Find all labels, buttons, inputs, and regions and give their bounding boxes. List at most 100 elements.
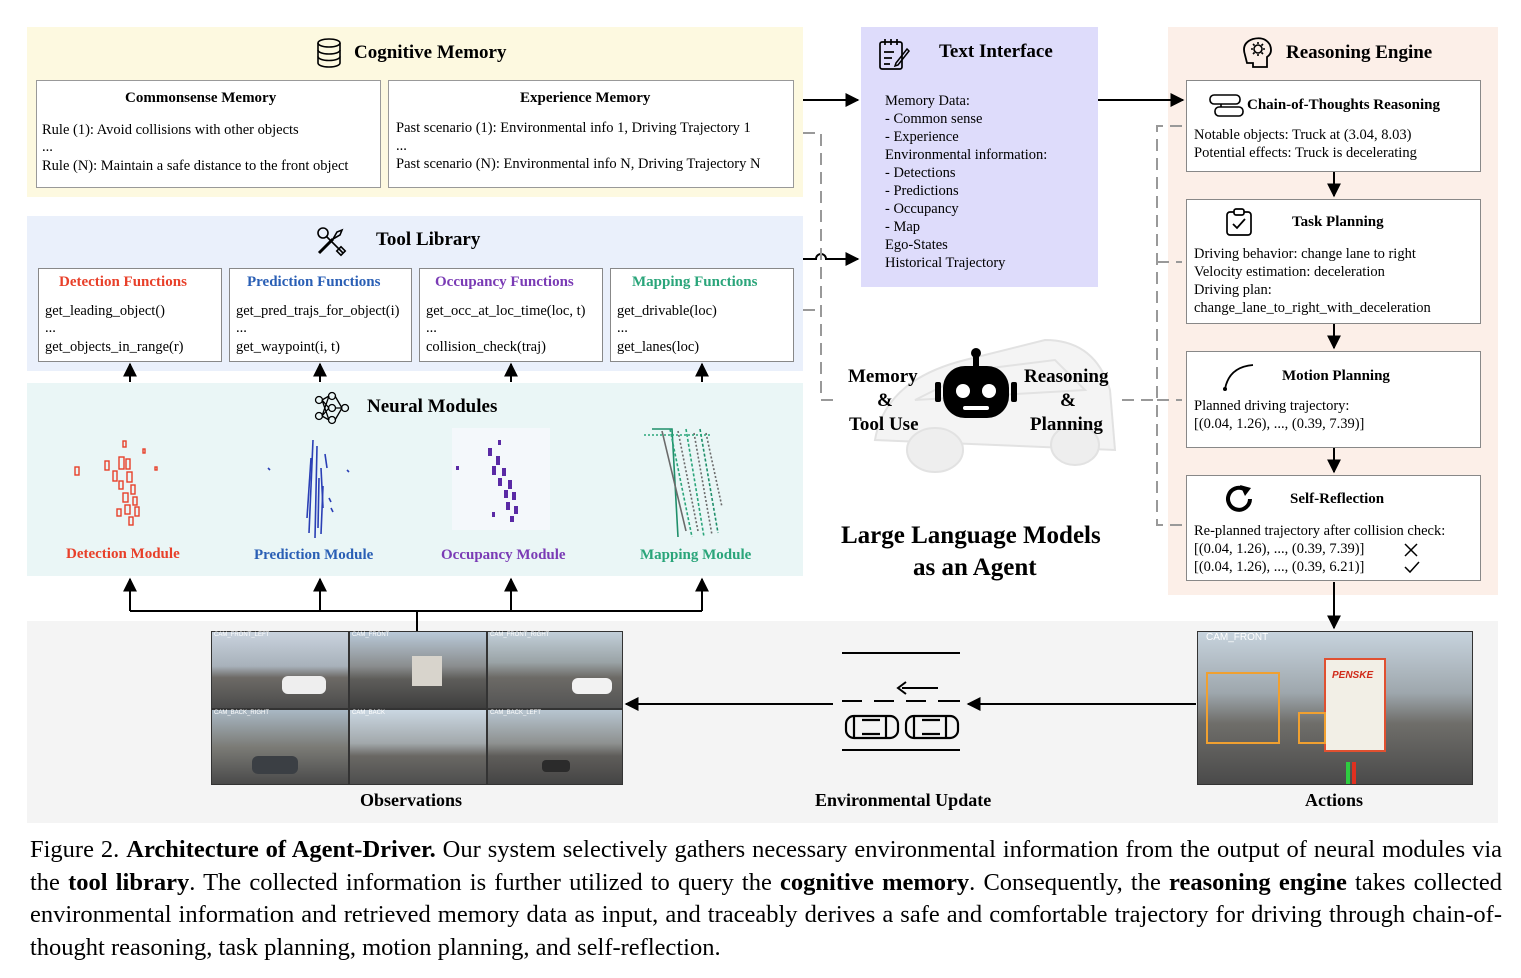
interface-line: - Occupancy [885,201,959,217]
experience-line: Past scenario (1): Environmental info 1,… [396,120,751,136]
interface-line: Environmental information: [885,147,1048,163]
text-interface-title: Text Interface [939,41,1053,62]
mapping-functions-title: Mapping Functions [632,274,758,290]
task-planning-box: Task Planning Driving behavior: change l… [1186,199,1481,324]
actions-label: Actions [1305,790,1363,810]
camera-view: CAM_FRONT [349,631,487,709]
occupancy-functions-box: Occupancy Functions get_occ_at_loc_time(… [419,268,603,362]
occupancy-module-label: Occupancy Module [441,547,566,563]
function-line: get_pred_trajs_for_object(i) [236,303,400,319]
caption-bold: reasoning engine [1169,868,1347,896]
function-line: ... [426,320,437,336]
commonsense-line: ... [42,139,53,155]
truck: PENSKE [1324,658,1386,752]
camera-label: CAM_FRONT_LEFT [214,632,270,638]
function-line: get_objects_in_range(r) [45,339,184,355]
caption-bold: tool library [68,868,190,896]
reflection-line: Re-planned trajectory after collision ch… [1194,523,1446,539]
tool-library-title: Tool Library [376,229,481,250]
experience-line: ... [396,138,407,154]
detection-bev-visual [74,440,158,526]
neural-modules-panel: Neural Modules Detection Module Predicti… [27,383,803,576]
interface-line: - Map [885,219,921,235]
task-line: change_lane_to_right_with_deceleration [1194,300,1431,316]
reflection-line: [(0.04, 1.26), ..., (0.39, 7.39)] [1194,541,1365,557]
prediction-bev-visual [267,439,350,539]
reflection-line: [(0.04, 1.26), ..., (0.39, 6.21)] [1194,559,1365,575]
mapping-functions-box: Mapping Functions get_drivable(loc) ... … [610,268,794,362]
camera-label: CAM_BACK [352,710,386,716]
camera-label: CAM_BACK_LEFT [490,710,542,716]
neural-modules-title: Neural Modules [367,396,498,417]
reasoning-engine-title: Reasoning Engine [1286,42,1433,63]
neural-network-icon [314,391,350,429]
interface-line: - Common sense [885,111,983,127]
task-planning-title: Task Planning [1292,214,1384,230]
tool-library-panel: Tool Library Detection Functions get_lea… [27,216,803,371]
agent-left-label-line: Tool Use [849,414,919,435]
camera-view: CAM_BACK_LEFT [487,709,623,785]
motion-planning-title: Motion Planning [1282,368,1390,384]
self-reflection-box: Self-Reflection Re-planned trajectory af… [1186,475,1481,581]
mapping-module-label: Mapping Module [640,547,752,563]
interface-line: - Detections [885,165,956,181]
tools-icon [314,224,348,263]
refresh-icon [1224,484,1256,519]
agent-title-line: as an Agent [913,554,1037,581]
check-mark-icon [1403,560,1421,579]
detection-module-label: Detection Module [66,546,180,562]
motion-line: Planned driving trajectory: [1194,398,1350,414]
agent-right-label-line: Planning [1030,414,1103,435]
observations-label: Observations [360,790,463,810]
observations-camera-grid: CAM_FRONT_LEFT CAM_FRONT CAM_FRONT_RIGHT… [211,631,623,785]
reasoning-engine-panel: Reasoning Engine Chain-of-Thoughts Reaso… [1168,27,1498,595]
commonsense-line: Rule (N): Maintain a safe distance to th… [42,158,349,174]
cot-icon [1209,94,1245,123]
task-line: Driving plan: [1194,282,1272,298]
environmental-update-label: Environmental Update [815,790,992,810]
interface-line: Historical Trajectory [885,255,1006,271]
interface-line: - Predictions [885,183,959,199]
interface-line: Memory Data: [885,93,970,109]
camera-label: CAM_FRONT [352,632,390,638]
task-line: Velocity estimation: deceleration [1194,264,1385,280]
camera-view: CAM_BACK_RIGHT [211,709,349,785]
caption-bold: cognitive memory [780,868,970,896]
agent-title-line: Large Language Models [841,522,1101,549]
function-line: get_leading_object() [45,303,165,319]
agent-left-label-line: & [877,390,893,411]
cognitive-memory-panel: Cognitive Memory Commonsense Memory Rule… [27,27,803,197]
prediction-module-label: Prediction Module [254,547,374,563]
experience-memory-title: Experience Memory [520,90,651,106]
clipboard-check-icon [1225,207,1253,242]
caption-text: . The collected information is further u… [189,868,781,896]
cot-line: Notable objects: Truck at (3.04, 8.03) [1194,127,1412,143]
caption-bold: Architecture of Agent-Driver. [126,836,436,863]
commonsense-memory-title: Commonsense Memory [125,90,277,106]
agent-right-label-line: Reasoning [1024,366,1109,387]
robot-icon [933,346,1019,427]
brain-gear-icon [1239,35,1275,76]
mapping-bev-visual [644,428,723,538]
cot-title: Chain-of-Thoughts Reasoning [1247,97,1440,113]
caption-text: takes collected environmental informatio… [30,868,1502,961]
cot-reasoning-box: Chain-of-Thoughts Reasoning Notable obje… [1186,80,1481,172]
function-line: collision_check(traj) [426,339,546,355]
connector-arrows [123,93,1341,711]
camera-view: CAM_FRONT_LEFT [211,631,349,709]
interface-line: Ego-States [885,237,948,253]
trajectory-curve-icon [1221,361,1257,396]
function-line: ... [617,320,628,336]
camera-view: CAM_BACK [349,709,487,785]
motion-planning-box: Motion Planning Planned driving trajecto… [1186,351,1481,448]
function-line: get_lanes(loc) [617,339,700,355]
caption-text: . Consequently, the [969,868,1170,896]
camera-label: CAM_BACK_RIGHT [214,710,270,716]
task-line: Driving behavior: change lane to right [1194,246,1416,262]
camera-view: CAM_FRONT_RIGHT [487,631,623,709]
self-reflection-title: Self-Reflection [1290,491,1385,507]
detection-functions-title: Detection Functions [59,274,187,290]
truck-logo: PENSKE [1332,670,1374,681]
agent-left-label-line: Memory [848,366,918,387]
cot-line: Potential effects: Truck is decelerating [1194,145,1417,161]
